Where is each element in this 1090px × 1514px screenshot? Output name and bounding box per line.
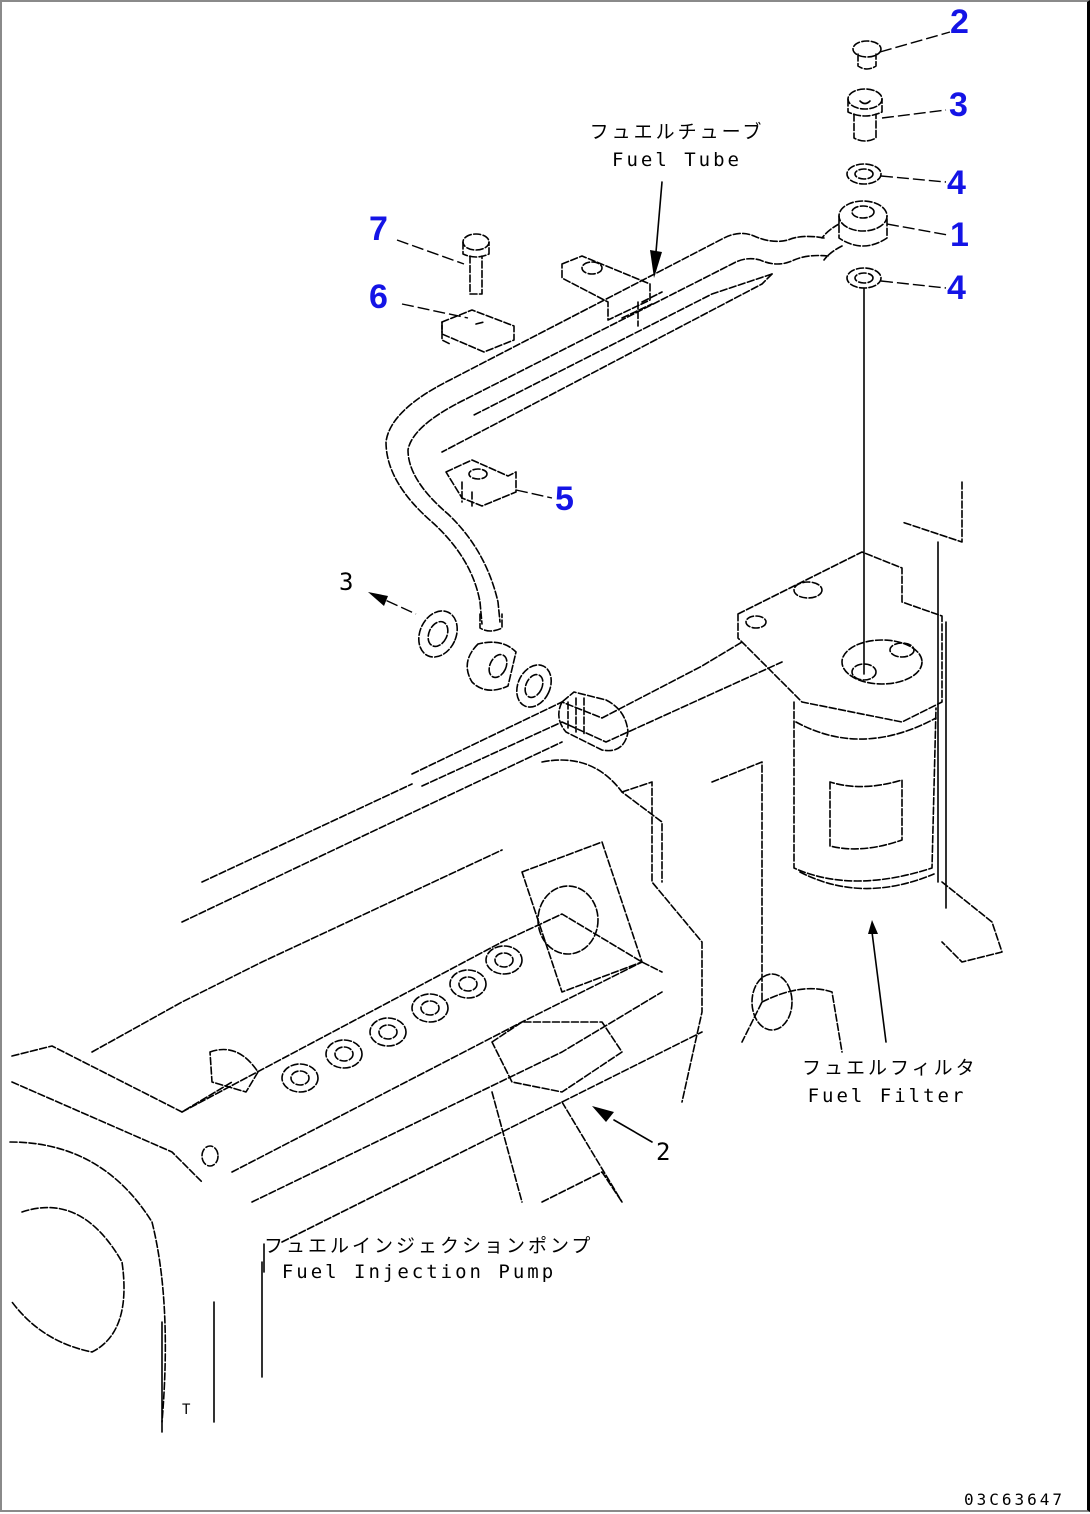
leader-5 <box>515 489 553 499</box>
fuel-filter <box>737 541 947 909</box>
fuel-filter-label-jp: フュエルフィルタ <box>802 1057 978 1079</box>
callout-7: 7 <box>369 210 388 248</box>
callout-4-upper: 4 <box>947 164 966 202</box>
engine-block <box>9 481 1003 1433</box>
leader-2 <box>879 31 951 53</box>
ref-2-arrowhead <box>592 1106 614 1122</box>
drawing-code: 03C63647 <box>964 1490 1066 1509</box>
callout-6: 6 <box>369 278 388 316</box>
injection-pump-label-jp: フュエルインジェクションポンプ <box>264 1235 594 1257</box>
callout-3: 3 <box>949 86 968 124</box>
fuel-filter-label-en: Fuel Filter <box>807 1085 967 1107</box>
leader-4a <box>880 175 947 183</box>
part-4-washer-lower <box>846 267 882 289</box>
callout-5: 5 <box>555 480 574 518</box>
part-1-eye-joint <box>821 200 888 261</box>
ref-3-arrowhead <box>368 592 388 606</box>
fuel-tube <box>385 232 829 625</box>
callout-2: 2 <box>950 3 969 41</box>
part-6-clamp <box>441 309 515 353</box>
callout-4-lower: 4 <box>947 269 966 307</box>
tube-bracket <box>561 255 651 327</box>
part-7-bolt <box>462 233 490 295</box>
part-2-bolt-cap <box>852 40 882 70</box>
leader-4b <box>880 280 947 289</box>
view-ref-3: 3 <box>339 568 354 596</box>
fuel-tube-arrowhead <box>650 250 662 278</box>
ref-2-leader <box>613 1119 653 1143</box>
fuel-injection-pump <box>181 841 703 1243</box>
part-4-washer-upper <box>846 163 882 185</box>
fuel-tube-label-jp: フュエルチューブ <box>589 121 765 143</box>
part-5-clip <box>445 459 517 507</box>
fuel-tube-pointer <box>655 181 663 253</box>
leader-7 <box>396 239 465 265</box>
lower-banjo-parts <box>417 610 629 752</box>
callout-1: 1 <box>950 216 969 254</box>
fuel-filter-arrowhead <box>868 920 878 934</box>
leader-3 <box>881 109 947 119</box>
fuel-filter-pointer <box>871 931 887 1043</box>
mark-t: T <box>182 1402 191 1418</box>
fuel-tube-label-en: Fuel Tube <box>612 149 742 171</box>
leader-1 <box>886 223 949 236</box>
injection-pump-label-en: Fuel Injection Pump <box>281 1261 557 1283</box>
part-3-joint-bolt <box>847 88 883 142</box>
view-ref-2: 2 <box>656 1138 671 1166</box>
